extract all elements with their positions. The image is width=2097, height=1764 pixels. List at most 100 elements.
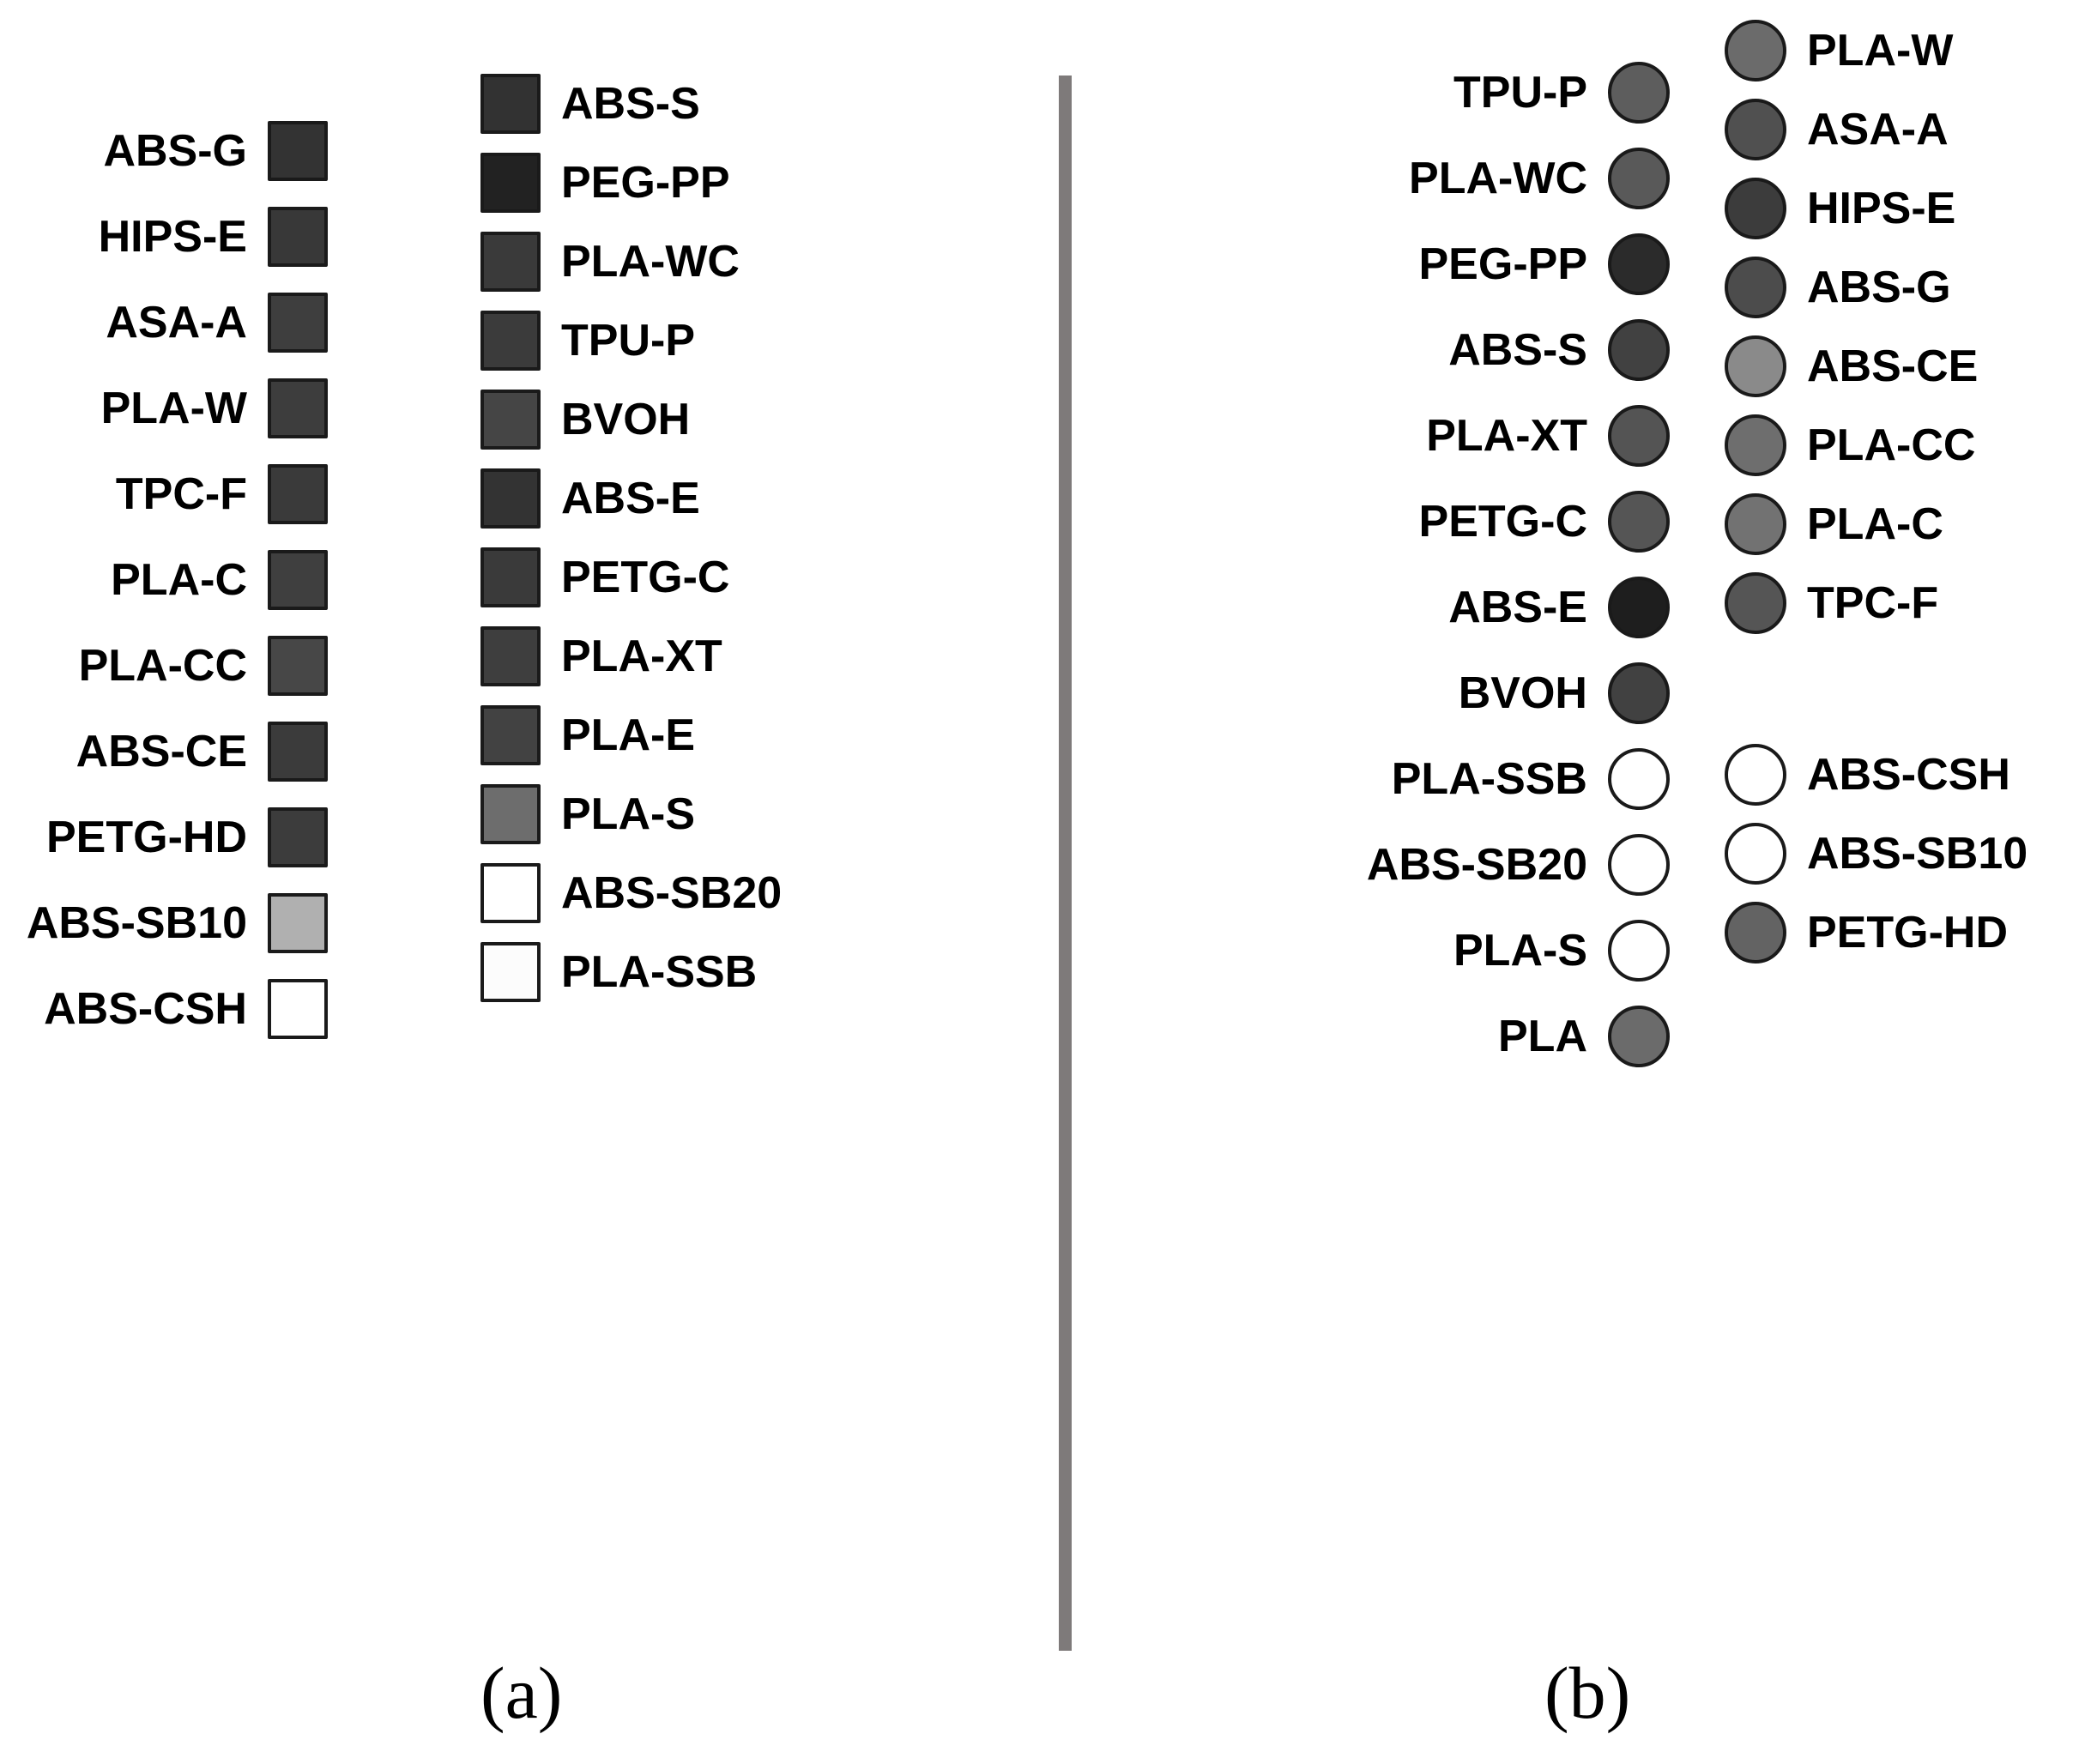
legend-item: PLA-WC (480, 223, 961, 299)
legend-item-label: BVOH (561, 394, 691, 444)
legend-circle-marker (1725, 571, 1786, 634)
legend-item: ABS-CSH (1725, 736, 2097, 813)
legend-item: PEG-PP (480, 144, 961, 220)
legend-item-label: ABS-SB20 (561, 867, 783, 918)
legend-item: PLA-S (480, 776, 961, 852)
legend-circle-marker (1608, 834, 1670, 896)
legend-item: PEG-PP (1078, 223, 1670, 305)
legend-item: PLA-WC (1078, 137, 1670, 220)
legend-circle-marker (1608, 319, 1670, 381)
legend-item-label: PLA-WC (561, 236, 740, 287)
legend-circle-marker (1608, 491, 1670, 553)
legend-item: ABS-SB20 (480, 855, 961, 931)
panel-a-caption: (a) (480, 1652, 563, 1734)
legend-item-label: PETG-HD (1807, 907, 2008, 958)
legend-item-label: HIPS-E (98, 212, 247, 262)
legend-circle-marker (1725, 335, 1786, 397)
legend-circle-marker (1725, 177, 1786, 239)
legend-item: ABS-CE (0, 710, 328, 793)
legend-item: PLA-CC (1725, 407, 2097, 483)
legend-item: ABS-SB10 (1725, 815, 2097, 891)
legend-item-label: ABS-CSH (1807, 749, 2010, 800)
legend-circle-marker (1725, 901, 1786, 964)
legend-item: PLA (1078, 995, 1670, 1078)
legend-square-marker (480, 310, 541, 371)
legend-item-label: PLA-CC (78, 641, 247, 691)
legend-item: ABS-E (1078, 566, 1670, 649)
legend-item-label: ABS-S (1448, 325, 1587, 375)
legend-circle-marker (1608, 920, 1670, 982)
legend-item-label: PLA-E (561, 710, 695, 760)
legend-square-marker (480, 152, 541, 213)
legend-item-label: PLA-C (1807, 498, 1943, 549)
legend-item-label: TPC-F (1807, 577, 1939, 628)
legend-item: HIPS-E (0, 196, 328, 278)
legend-item-label: ABS-SB10 (26, 898, 247, 948)
legend-item-label: PEG-PP (1418, 239, 1588, 289)
legend-item-label: ASA-A (1807, 104, 1949, 154)
legend-circle-marker (1608, 577, 1670, 638)
legend-item: PLA-XT (480, 618, 961, 694)
legend-item: ABS-CE (1725, 328, 2097, 404)
legend-square-marker (268, 378, 328, 438)
legend-item-label: TPU-P (561, 315, 695, 365)
legend-circle-marker (1608, 1006, 1670, 1067)
legend-item: TPC-F (0, 453, 328, 535)
legend-item: ABS-S (480, 65, 961, 142)
legend-item: ASA-A (0, 281, 328, 364)
legend-circle-marker (1725, 492, 1786, 555)
legend-item-label: PLA-XT (561, 631, 722, 681)
legend-item: ABS-SB20 (1078, 824, 1670, 906)
legend-square-marker (480, 547, 541, 607)
legend-square-marker (480, 704, 541, 765)
legend-item: TPC-F (1725, 565, 2097, 641)
legend-circle-marker (1608, 148, 1670, 209)
legend-square-marker (480, 231, 541, 292)
legend-item: PLA-C (1725, 486, 2097, 562)
legend-item: TPU-P (1078, 51, 1670, 134)
legend-item-label: PLA-S (561, 788, 695, 839)
panel-b-caption: (b) (1544, 1652, 1631, 1734)
legend-item-label: PETG-C (1418, 497, 1587, 547)
legend-item: HIPS-E (1725, 170, 2097, 246)
legend-item: ABS-G (0, 110, 328, 192)
legend-item-label: ABS-SB10 (1807, 828, 2028, 879)
legend-item-label: ABS-CE (76, 727, 247, 776)
legend-item-label: PETG-C (561, 552, 730, 602)
legend-item-label: ABS-G (103, 126, 247, 176)
legend-circle-marker (1725, 743, 1786, 806)
legend-item: PETG-HD (0, 796, 328, 879)
legend-item-label: PLA-W (100, 384, 247, 433)
legend-item: PLA-E (480, 697, 961, 773)
legend-square-marker (268, 464, 328, 524)
legend-square-marker (480, 389, 541, 450)
legend-square-marker (268, 636, 328, 696)
legend-item: BVOH (480, 381, 961, 457)
legend-item-label: PLA-W (1807, 25, 1954, 76)
legend-square-marker (480, 468, 541, 529)
legend-circle-marker (1725, 19, 1786, 82)
legend-square-marker (480, 862, 541, 923)
legend-circle-marker (1725, 256, 1786, 318)
legend-square-marker (480, 783, 541, 844)
legend-item-label: PETG-HD (46, 813, 247, 862)
legend-item-label: ABS-CSH (44, 984, 247, 1034)
legend-circle-marker (1608, 62, 1670, 124)
legend-item-label: PLA-S (1453, 926, 1587, 976)
legend-item: PLA-XT (1078, 395, 1670, 477)
legend-item-label: PLA-XT (1426, 411, 1587, 461)
legend-item-label: PLA-SSB (561, 946, 758, 997)
legend-item-label: PLA-SSB (1391, 754, 1587, 804)
legend-circle-marker (1608, 662, 1670, 724)
legend-square-marker (268, 293, 328, 353)
legend-item: PETG-C (1078, 480, 1670, 563)
legend-circle-marker (1725, 98, 1786, 160)
legend-item: ASA-A (1725, 91, 2097, 167)
legend-item-label: ABS-CE (1807, 341, 1979, 391)
legend-item: ABS-S (1078, 309, 1670, 391)
legend-item-label: TPC-F (115, 469, 247, 519)
